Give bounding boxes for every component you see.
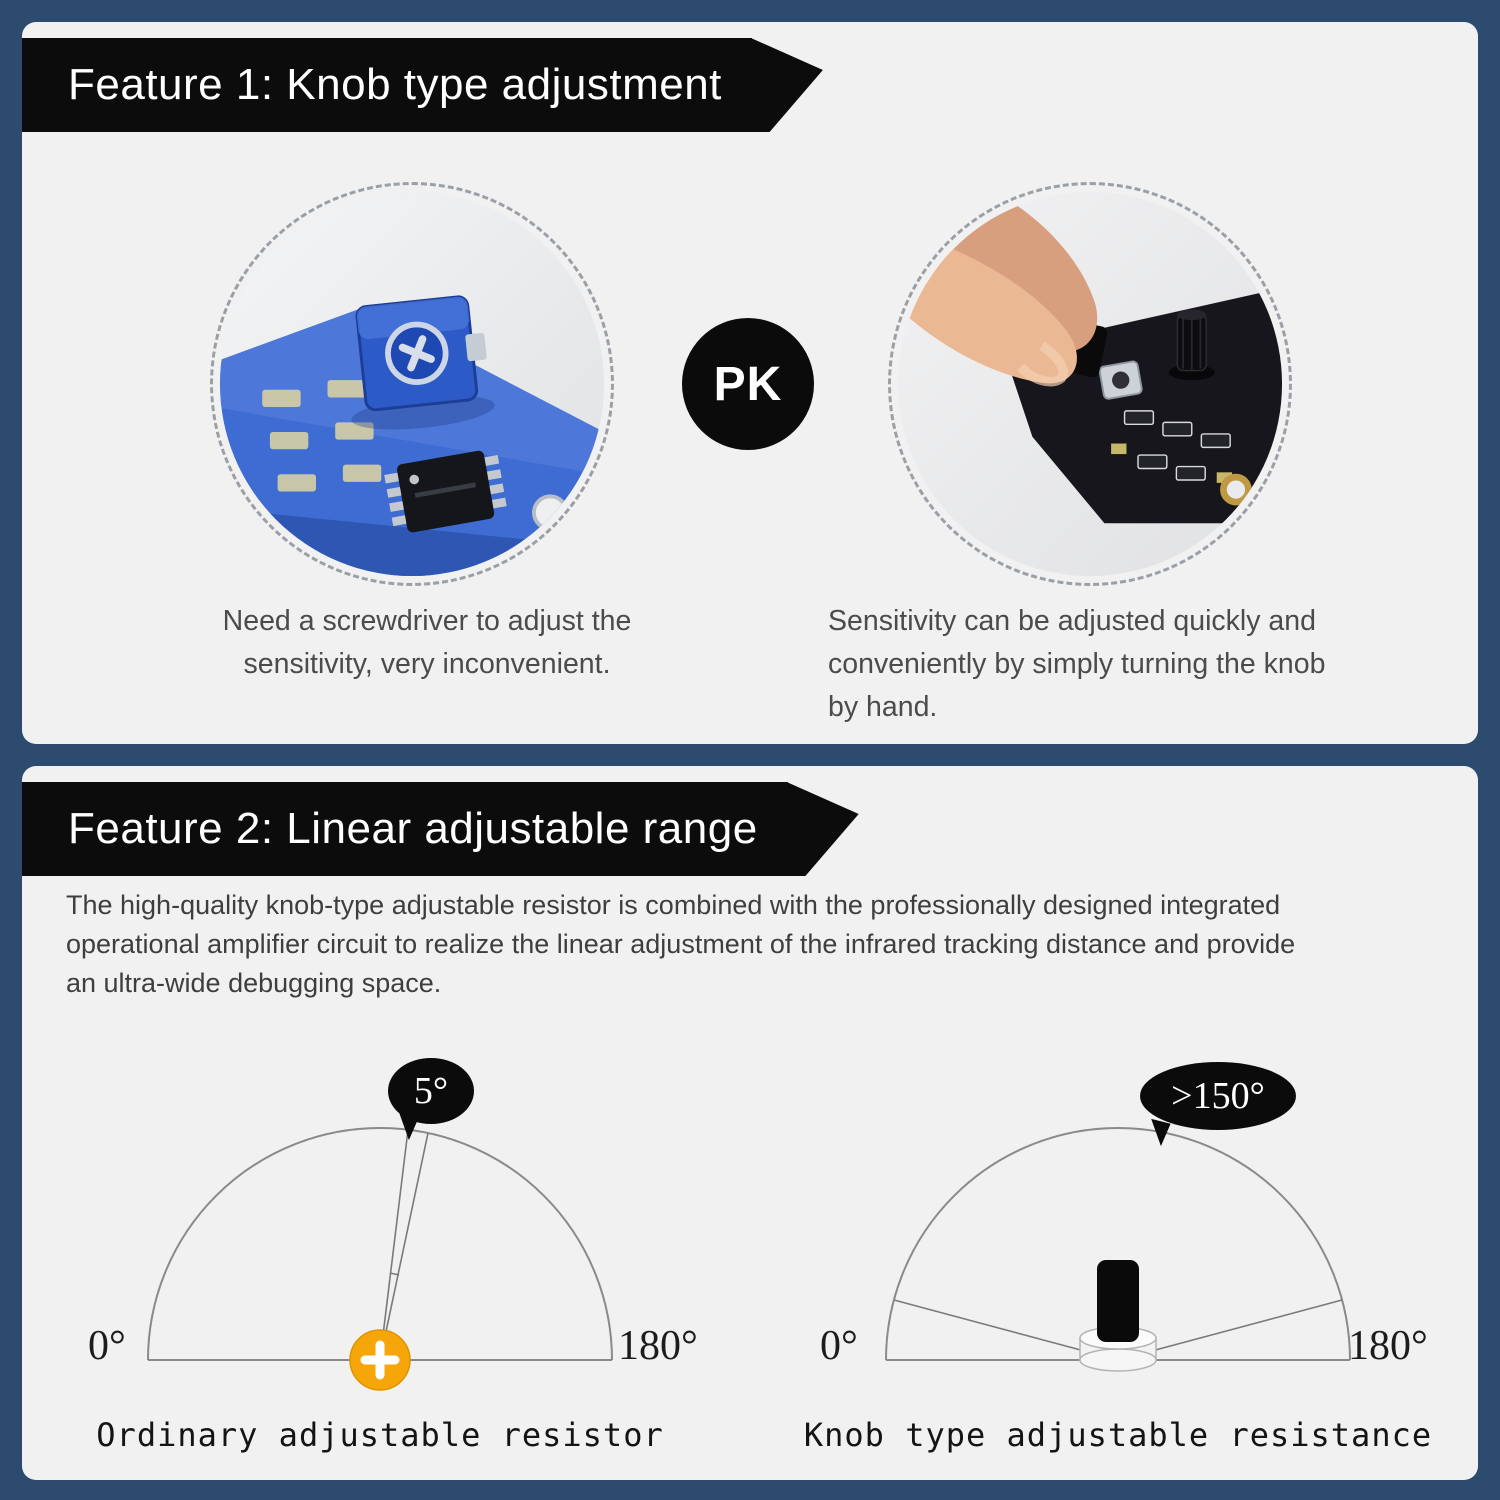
screwdriver-trimmer-photo (210, 182, 614, 586)
banner-arrow-icon (750, 38, 823, 132)
wedge-line (379, 1132, 429, 1361)
smd-components (1111, 410, 1233, 483)
tact-switch-icon (1098, 360, 1143, 400)
feature1-panel: Feature 1: Knob type adjustment (22, 22, 1478, 744)
right-diagram-180-label: 180° (1348, 1323, 1428, 1369)
photo-circle (898, 192, 1282, 576)
feature2-panel: Feature 2: Linear adjustable range The h… (22, 766, 1478, 1480)
feature1-banner-title: Feature 1: Knob type adjustment (22, 38, 752, 132)
mounting-hole (532, 494, 569, 531)
knob-resistor-diagram (885, 1127, 1351, 1372)
mounting-hole (1220, 473, 1252, 506)
ordinary-resistor-diagram (147, 1127, 613, 1391)
left-diagram-zero-label: 0° (88, 1323, 126, 1369)
potentiometer-knob-icon (1168, 309, 1215, 381)
left-diagram-caption: Ordinary adjustable resistor (96, 1416, 664, 1454)
right-diagram-zero-label: 0° (820, 1323, 858, 1369)
semicircle-arc (885, 1127, 1351, 1361)
plus-icon (360, 1340, 400, 1380)
hand-turning-knob-illustration (898, 192, 1282, 576)
feature2-description: The high-quality knob-type adjustable re… (66, 890, 1296, 999)
feature2-banner: Feature 2: Linear adjustable range (22, 782, 859, 876)
ic-chip-icon (384, 450, 507, 533)
right-diagram-caption: Knob type adjustable resistance (803, 1416, 1433, 1454)
trimmer-potentiometer-icon (351, 295, 495, 430)
pk-badge: PK (682, 318, 814, 450)
banner-arrow-icon (786, 782, 859, 876)
feature2-banner-title: Feature 2: Linear adjustable range (22, 782, 788, 876)
angle-bubble-5: 5° (388, 1058, 474, 1124)
ordinary-resistor-icon (349, 1329, 411, 1391)
pk-label: PK (713, 357, 783, 411)
photo-circle (220, 192, 604, 576)
angle-bubble-150: >150° (1140, 1062, 1296, 1130)
phillips-slot-icon (398, 335, 435, 372)
wedge-line (379, 1129, 409, 1361)
hand-knob-photo (888, 182, 1292, 586)
knob-resistor-icon (1079, 1260, 1157, 1372)
screwdriver-caption: Need a screwdriver to adjust the sensiti… (222, 605, 632, 680)
knob-icon (1097, 1260, 1139, 1342)
feature1-banner: Feature 1: Knob type adjustment (22, 38, 823, 132)
knob-caption: Sensitivity can be adjusted quickly and … (828, 605, 1326, 723)
blue-pcb-trimmer-illustration (220, 192, 604, 576)
wedge-tick (389, 1272, 400, 1276)
angle-bubble-150-label: >150° (1171, 1075, 1265, 1117)
semicircle-arc (147, 1127, 613, 1361)
angle-bubble-5-label: 5° (413, 1070, 449, 1112)
smd-pads (262, 380, 382, 492)
left-diagram-180-label: 180° (618, 1323, 698, 1369)
